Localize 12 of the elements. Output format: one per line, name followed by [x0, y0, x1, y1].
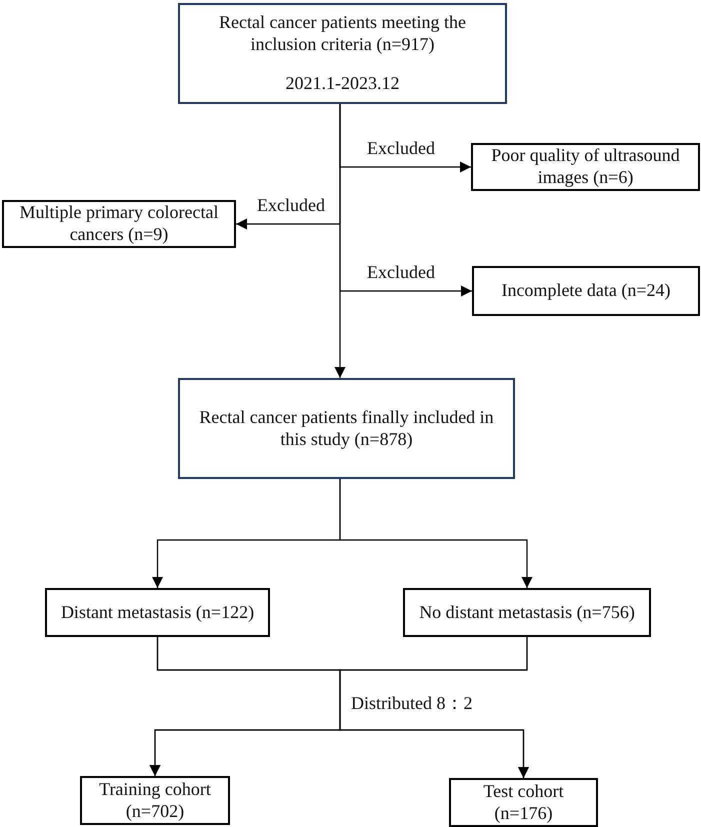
process-box: Rectal cancer patients finally included in this study (n=878)	[178, 378, 515, 479]
arrow	[339, 637, 529, 778]
process-box: Poor quality of ultrasound images (n=6)	[471, 143, 700, 191]
arrow	[339, 104, 472, 296]
process-box: No distant metastasis (n=756)	[403, 588, 651, 637]
arrow	[339, 479, 532, 588]
process-box: Test cohort (n=176)	[449, 778, 598, 827]
process-box: Incomplete data (n=24)	[472, 266, 700, 316]
process-box: Multiple primary colorectal cancers (n=9)	[2, 200, 236, 248]
process-box: Training cohort (n=702)	[80, 776, 230, 825]
process-box: Rectal cancer patients meeting the inclusion criteria (n=917) 2021.1-2023.12	[178, 3, 507, 104]
process-box: Distant metastasis (n=122)	[45, 588, 270, 637]
